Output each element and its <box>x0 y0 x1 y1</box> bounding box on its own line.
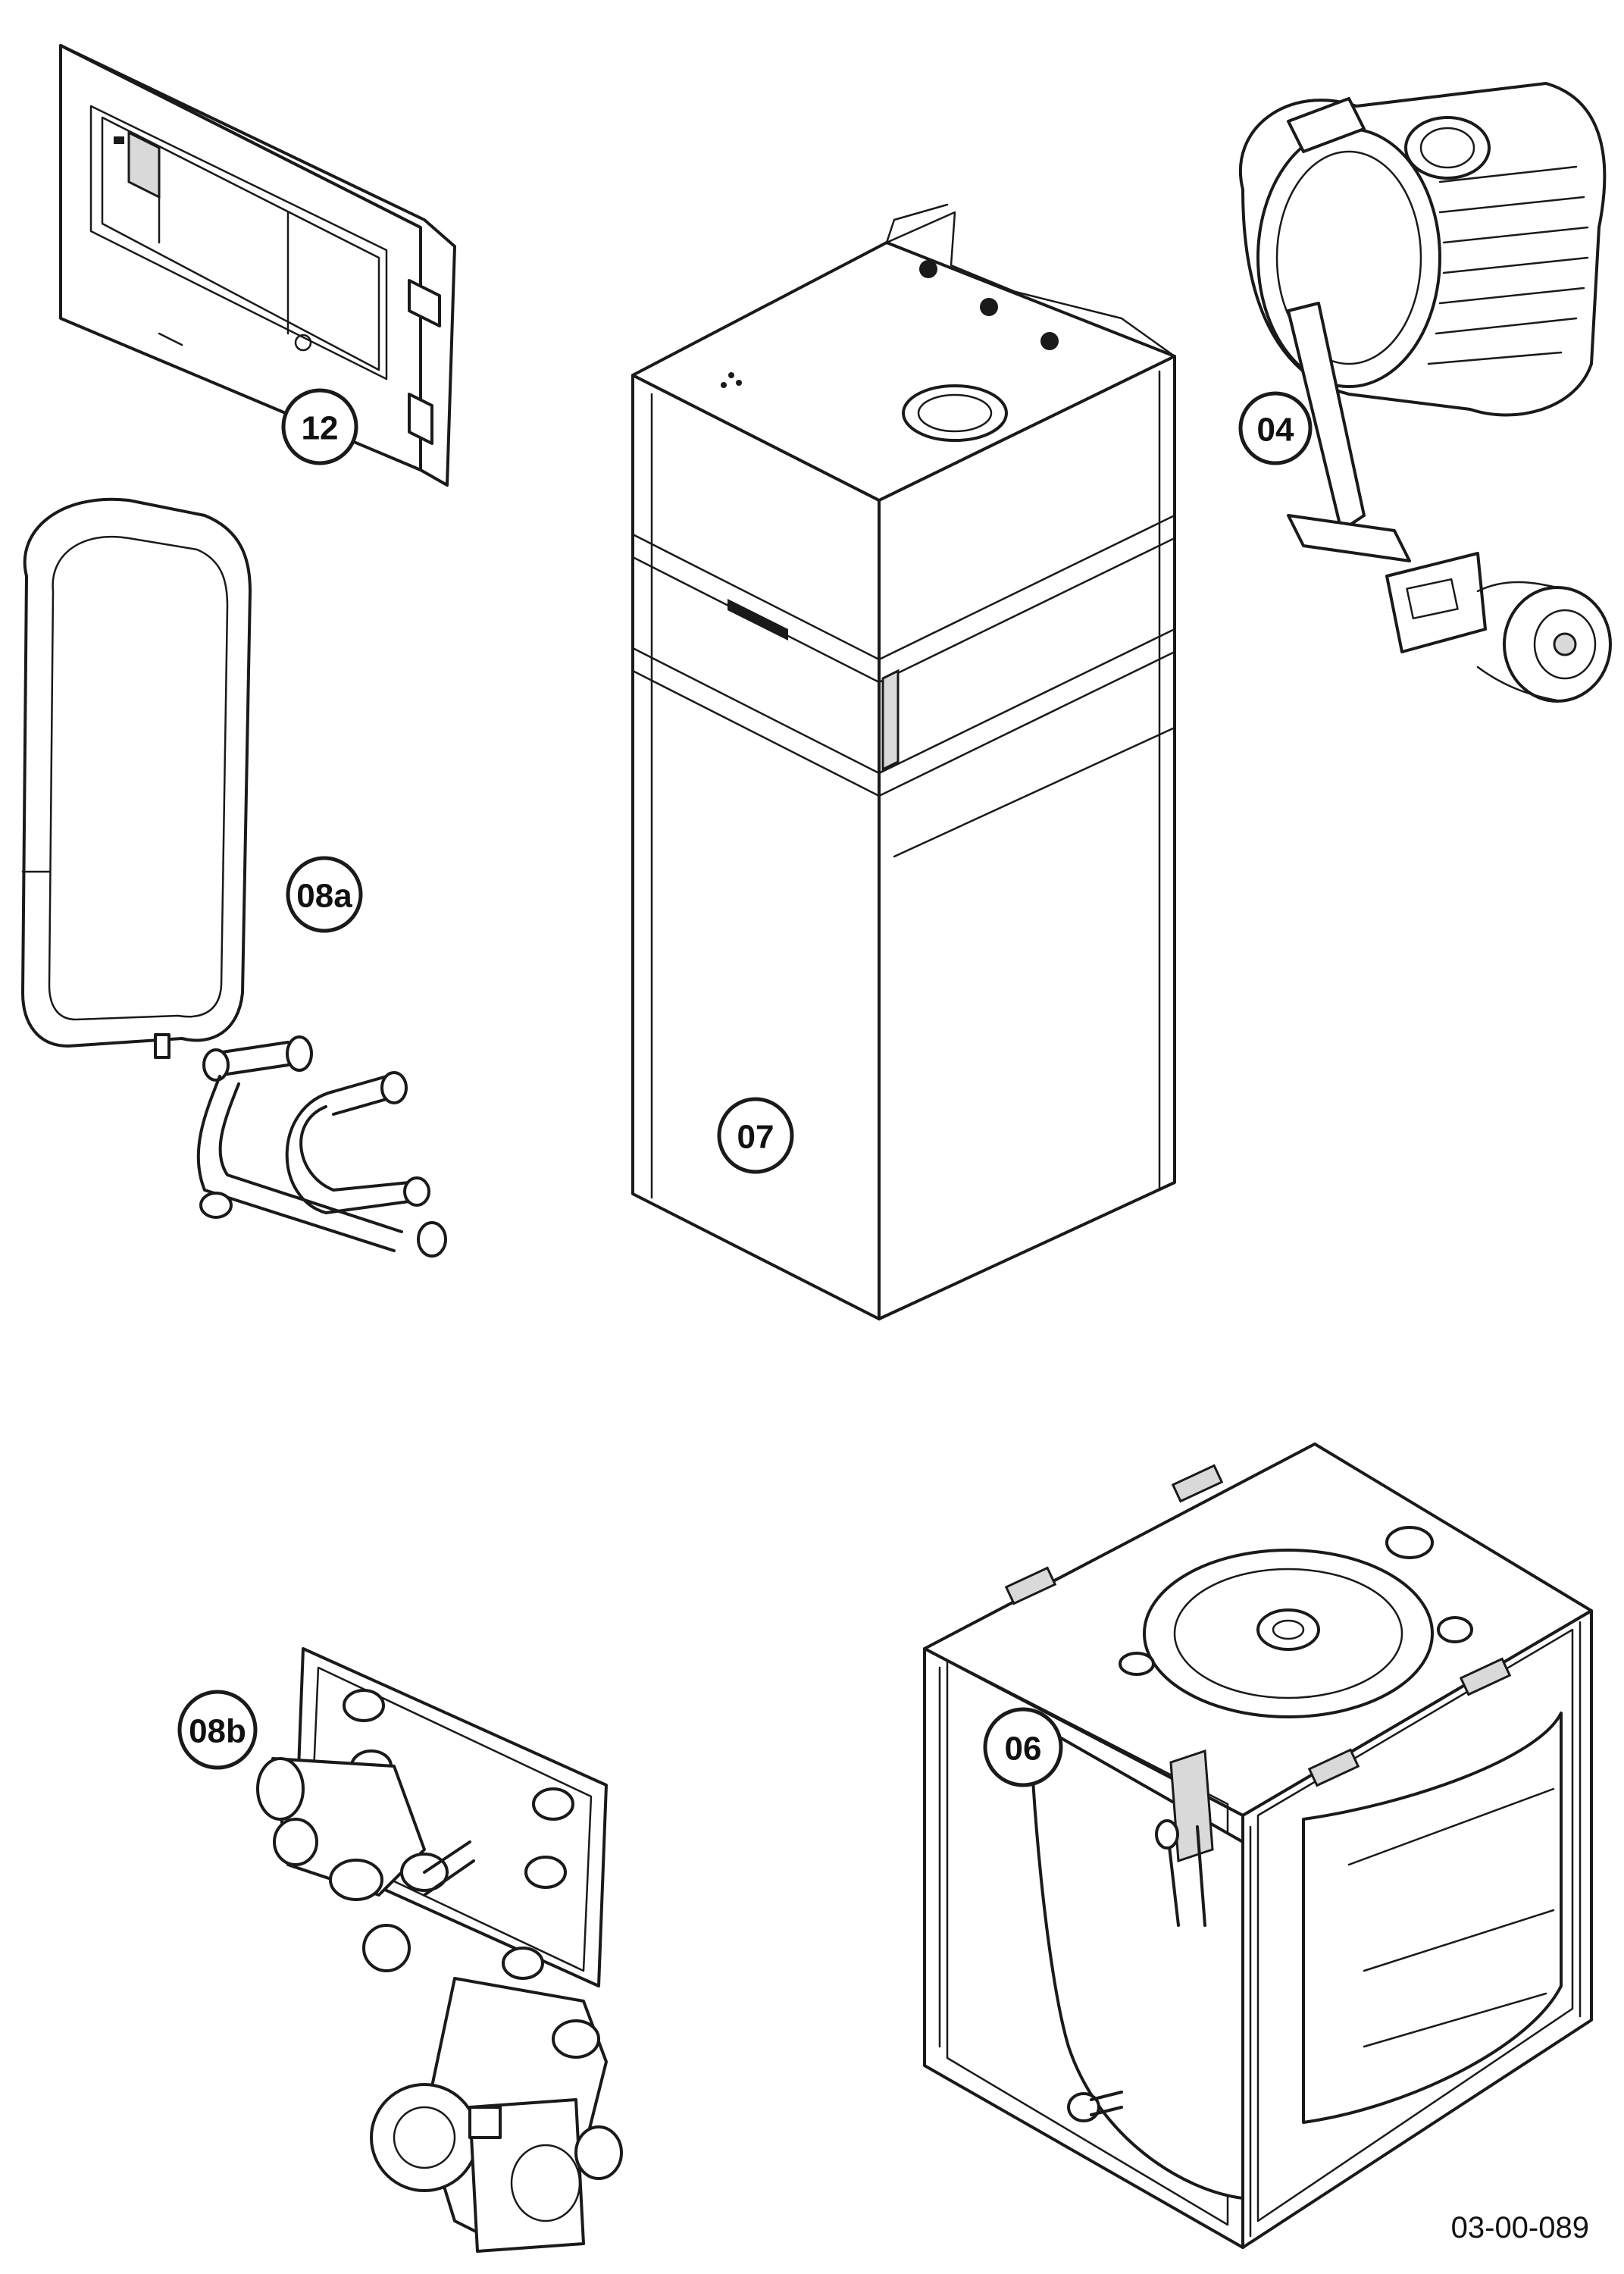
callout-04: 04 <box>1238 391 1313 465</box>
part-08b-hydraulic-block <box>256 1647 623 2253</box>
callout-08b: 08b <box>177 1690 258 1770</box>
callout-07-label: 07 <box>737 1119 774 1156</box>
callout-12-label: 12 <box>302 410 339 447</box>
part-08a-expansion-vessel <box>21 497 447 1258</box>
document-reference: 03-00-089 <box>1450 2211 1589 2244</box>
callout-08a-label: 08a <box>296 878 352 915</box>
part-07-casing <box>631 203 1176 1320</box>
callout-07: 07 <box>717 1097 794 1174</box>
part-12-control-box <box>59 44 456 487</box>
callout-08b-label: 08b <box>189 1713 246 1750</box>
callout-06: 06 <box>983 1707 1063 1787</box>
callout-04-label: 04 <box>1257 412 1294 449</box>
part-04-heat-exchanger <box>1238 82 1612 703</box>
callout-08a: 08a <box>286 856 363 933</box>
callout-12: 12 <box>281 388 358 465</box>
callout-06-label: 06 <box>1005 1731 1042 1768</box>
part-06-frame-tank <box>923 1442 1593 2249</box>
